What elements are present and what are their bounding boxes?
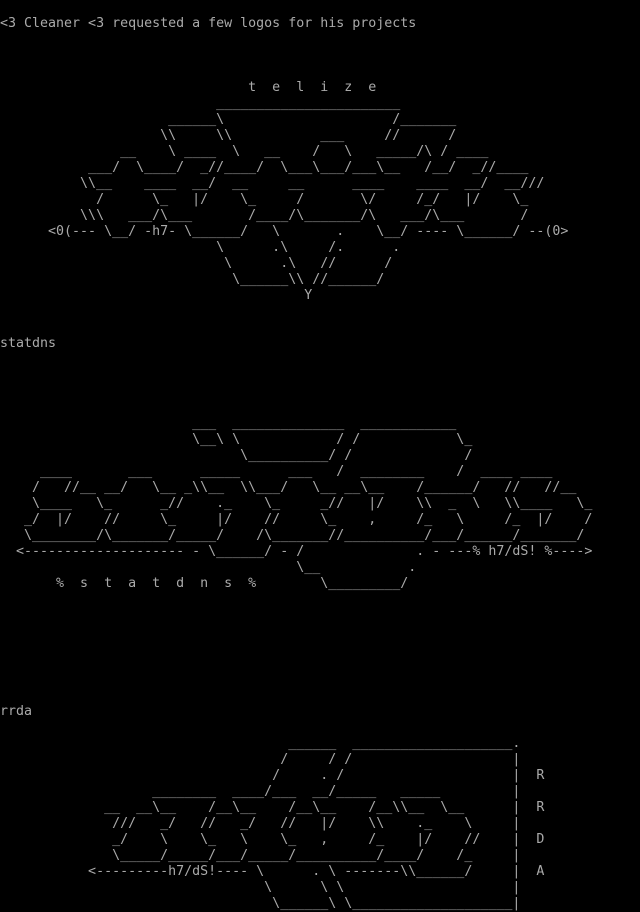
ascii-art-line: \\__ ____ __/ __ __ ____ ____ __/ __///	[0, 176, 545, 191]
rrda-logo-ascii-art: ______ ____________________. / / / | / .…	[0, 736, 544, 912]
intro-line: <3 Cleaner <3 requested a few logos for …	[0, 16, 417, 31]
statdns-label: statdns	[0, 336, 57, 351]
ascii-art-line: / //__ __/ \__ _\\__ \\___/ \__ __\__ /_…	[0, 480, 577, 495]
ascii-art-line: / \_ |/ \_ / \/ /_/ |/ \_	[0, 192, 529, 207]
ascii-art-line: ______\ /_______	[0, 112, 457, 127]
ascii-art-line: _/ \ \_ \ \_ , /_ |/ // | D	[0, 832, 545, 847]
ascii-art-line: \ .\ // /	[0, 256, 393, 271]
ascii-art-line: \______\ \____________________|	[0, 896, 521, 911]
ascii-art-line: / / / |	[0, 752, 521, 767]
ascii-art-line: ___/ \____/ _//____/ \___\___/___\__ /__…	[0, 160, 529, 175]
telize-logo-ascii-art: t e l i z e _______________________ ____…	[0, 80, 568, 304]
ascii-art-line: _______________________	[0, 96, 401, 111]
ascii-art-line: / . / | R	[0, 768, 545, 783]
ascii-art-line: ____ ___ _____ ___ / ________ / ____ ___…	[0, 464, 553, 479]
ascii-art-line: \__ .	[0, 560, 417, 575]
ascii-art-line: ______ ____________________.	[0, 736, 521, 751]
ascii-art-line: \ \ \ |	[0, 880, 521, 895]
ascii-art-line: /// _/ // _/ // |/ \\ ._ \ |	[0, 816, 521, 831]
ascii-art-line: % s t a t d n s % \_________/	[0, 576, 409, 591]
ascii-art-line: \____ \_ _// ._ \_ _// |/ \\ _ \ \\____ …	[0, 496, 593, 511]
ascii-art-line: ___ ______________ ____________	[0, 416, 457, 431]
ascii-art-line: Y	[0, 288, 313, 303]
ascii-art-line: __ __\__ /__\__ /__\__ /__\\__ \__ | R	[0, 800, 545, 815]
ascii-art-line: \__\ \ / / \_	[0, 432, 473, 447]
ascii-art-line: ________ ____/___ __/_____ _____ |	[0, 784, 521, 799]
ascii-art-line: <---------h7/dS!---- \ . \ -------\\____…	[0, 864, 545, 879]
ascii-art-line: \______\\ //______/	[0, 272, 385, 287]
ascii-art-line: \__________/ / /	[0, 448, 473, 463]
ascii-art-line: _/ |/ // \_ |/ // \_ , /_ \ /_ |/ /	[0, 512, 593, 527]
ascii-art-line: t e l i z e	[0, 80, 377, 95]
rrda-label: rrda	[0, 704, 33, 719]
ascii-art-line: \\ \\ ___ // /	[0, 128, 457, 143]
ascii-art-line: \ .\ /. .	[0, 240, 401, 255]
ascii-art-line: \\\ ___/\___ /____/\_______/\ ___/\___ /	[0, 208, 529, 223]
ascii-art-line: __ \ ____ \ __ / \ _____/\ / ____	[0, 144, 489, 159]
ascii-art-line: \________/\_______/_____/ /\_______//___…	[0, 528, 585, 543]
ascii-art-line: <-------------------- - \______/ - / . -…	[0, 544, 593, 559]
ascii-art-line: <0(--- \__/ -h7- \______/ \ . \__/ ---- …	[0, 224, 569, 239]
ascii-art-line: \_____/_____/___/_____/__________/____/ …	[0, 848, 521, 863]
statdns-logo-ascii-art: ___ ______________ ____________ \__\ \ /…	[0, 416, 592, 592]
